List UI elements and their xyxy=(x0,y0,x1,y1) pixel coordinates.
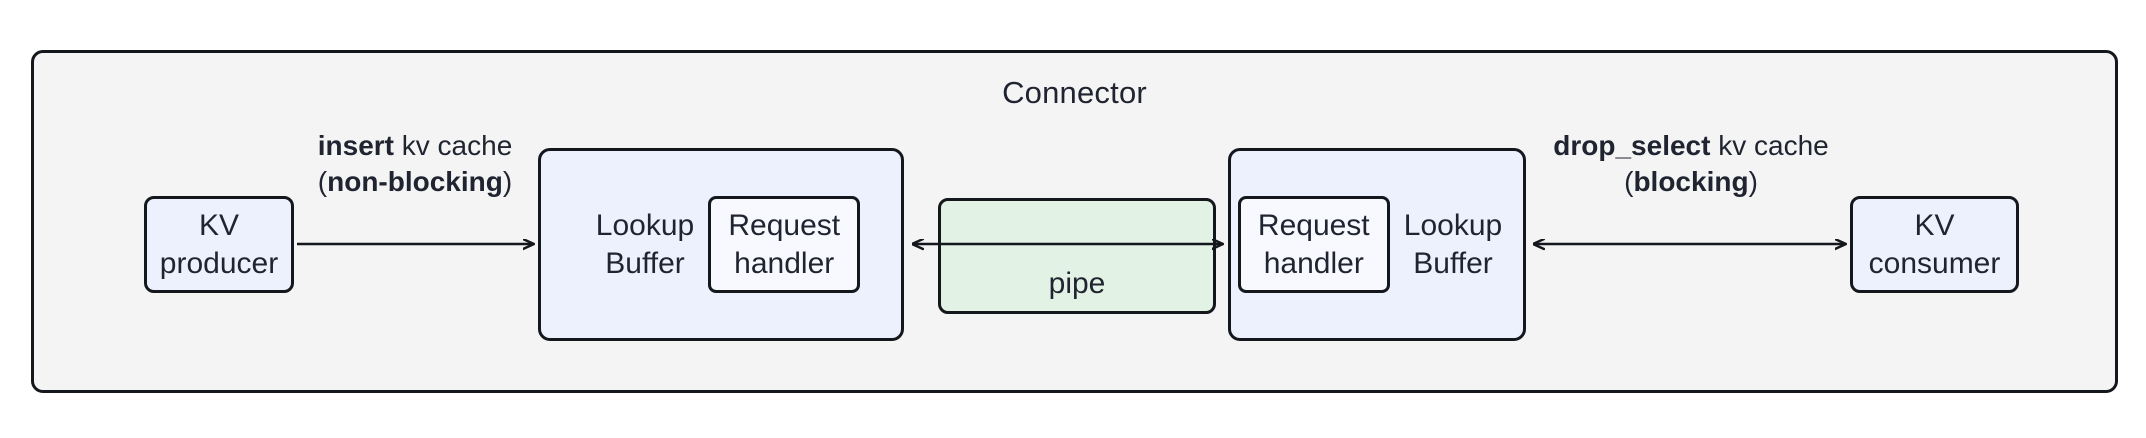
left-lookup-buffer-label-line2: Buffer xyxy=(605,246,685,280)
pipe-label: pipe xyxy=(1048,267,1106,300)
left-request-handler-label-line2: handler xyxy=(734,246,835,280)
kv-consumer-label-line1: KV xyxy=(1914,209,1955,242)
kv-producer-label-line2: producer xyxy=(159,246,279,280)
edge-label-insert-rest: kv cache xyxy=(393,130,513,161)
edge-label-insert-bold: insert xyxy=(317,130,394,161)
kv-producer-node[interactable]: KV producer xyxy=(144,196,294,293)
right-lookup-buffer-label: Lookup Buffer xyxy=(1390,207,1516,282)
edge-label-drop-select-close: ) xyxy=(1748,166,1758,198)
edge-label-drop-select: drop_select kv cache (blocking) xyxy=(1536,128,1846,201)
edge-label-insert-open: ( xyxy=(317,166,328,198)
edge-label-drop-select-open: ( xyxy=(1624,166,1634,198)
left-lookup-buffer-label-line1: Lookup xyxy=(595,209,695,242)
pipe-node[interactable]: pipe xyxy=(938,198,1216,314)
edge-label-drop-select-mode: blocking xyxy=(1633,166,1749,198)
edge-label-drop-select-line1: drop_select kv cache xyxy=(1536,128,1846,164)
right-lookup-buffer-content: Request handler Lookup Buffer xyxy=(1237,196,1516,293)
kv-consumer-label-line2: consumer xyxy=(1868,246,2001,280)
right-request-handler-label-line2: handler xyxy=(1263,246,1364,280)
kv-consumer-node[interactable]: KV consumer xyxy=(1850,196,2019,293)
kv-producer-label-line1: KV xyxy=(198,209,240,242)
left-lookup-buffer-node[interactable]: Lookup Buffer Request handler xyxy=(538,148,904,341)
right-request-handler-node[interactable]: Request handler xyxy=(1237,196,1390,293)
left-request-handler-node[interactable]: Request handler xyxy=(708,196,861,293)
edge-label-insert-line2: (non-blocking) xyxy=(300,164,530,200)
left-request-handler-label-line1: Request xyxy=(728,209,841,242)
left-lookup-buffer-label: Lookup Buffer xyxy=(582,207,708,282)
edge-label-drop-select-bold: drop_select xyxy=(1553,130,1711,161)
edge-label-insert-line1: insert kv cache xyxy=(300,128,530,164)
right-lookup-buffer-label-line2: Buffer xyxy=(1413,246,1493,280)
left-lookup-buffer-content: Lookup Buffer Request handler xyxy=(582,196,861,293)
right-request-handler-label-line1: Request xyxy=(1257,209,1370,242)
edge-label-drop-select-line2: (blocking) xyxy=(1536,164,1846,200)
edge-label-insert: insert kv cache (non-blocking) xyxy=(300,128,530,201)
right-lookup-buffer-node[interactable]: Request handler Lookup Buffer xyxy=(1228,148,1526,341)
right-lookup-buffer-label-line1: Lookup xyxy=(1403,209,1503,242)
kv-producer-label: KV producer xyxy=(160,207,278,282)
connector-title: Connector xyxy=(1002,75,1147,110)
kv-consumer-label: KV consumer xyxy=(1869,207,2001,282)
edge-label-insert-close: ) xyxy=(502,166,513,198)
edge-label-drop-select-rest: kv cache xyxy=(1710,130,1829,161)
edge-label-insert-mode: non-blocking xyxy=(327,166,503,198)
